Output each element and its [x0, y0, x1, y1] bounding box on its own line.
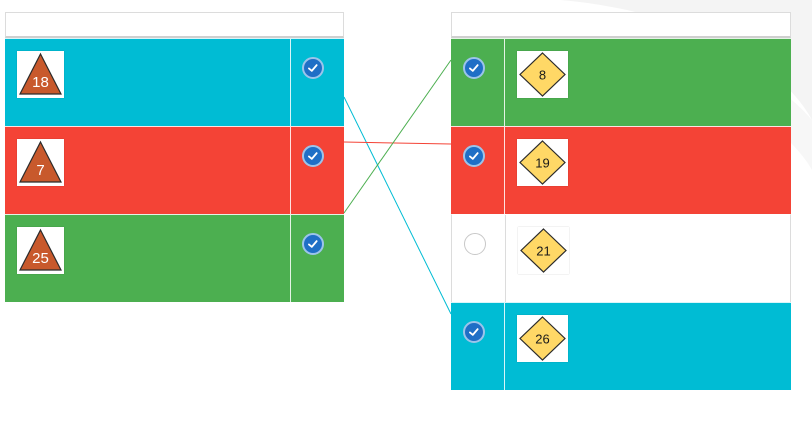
- row-divider: [290, 215, 291, 302]
- checkmark-icon: [469, 64, 479, 72]
- right-row[interactable]: 21: [451, 214, 791, 302]
- checkmark-icon: [308, 152, 318, 160]
- diamond-icon: 21: [520, 228, 567, 273]
- row-divider: [504, 39, 505, 126]
- checkmark-icon: [469, 152, 479, 160]
- row-divider: [290, 127, 291, 214]
- triangle-card: 18: [17, 51, 64, 98]
- triangle-card: 25: [17, 227, 64, 274]
- row-divider: [505, 215, 506, 302]
- left-column-header: [5, 12, 344, 38]
- checkmark-icon: [469, 328, 479, 336]
- checked-radio[interactable]: [302, 57, 324, 79]
- diamond-icon: 26: [519, 316, 566, 361]
- right-row[interactable]: 19: [451, 126, 791, 214]
- row-divider: [504, 127, 505, 214]
- checked-radio[interactable]: [463, 145, 485, 167]
- diamond-icon: 19: [519, 140, 566, 185]
- diamond-number: 21: [536, 244, 550, 259]
- triangle-number: 25: [32, 250, 49, 267]
- diamond-card: 21: [518, 227, 569, 274]
- left-row[interactable]: 25: [5, 214, 344, 302]
- triangle-number: 18: [32, 74, 49, 91]
- diamond-number: 8: [539, 68, 546, 83]
- right-column: 8 19 21 26: [451, 12, 791, 390]
- checked-radio[interactable]: [302, 145, 324, 167]
- checked-radio[interactable]: [463, 57, 485, 79]
- left-row[interactable]: 7: [5, 126, 344, 214]
- diamond-number: 19: [535, 156, 549, 171]
- diamond-card: 8: [517, 51, 568, 98]
- right-row[interactable]: 8: [451, 38, 791, 126]
- row-divider: [504, 303, 505, 390]
- unchecked-radio[interactable]: [464, 233, 486, 255]
- triangle-icon: 18: [19, 52, 62, 95]
- diamond-icon: 8: [519, 52, 566, 97]
- triangle-icon: 25: [19, 228, 62, 271]
- checkmark-icon: [308, 64, 318, 72]
- row-divider: [290, 39, 291, 126]
- diamond-card: 26: [517, 315, 568, 362]
- triangle-card: 7: [17, 139, 64, 186]
- right-row[interactable]: 26: [451, 302, 791, 390]
- left-row[interactable]: 18: [5, 38, 344, 126]
- checked-radio[interactable]: [302, 233, 324, 255]
- triangle-number: 7: [36, 162, 44, 179]
- diamond-number: 26: [535, 332, 549, 347]
- left-column: 18 7 25: [5, 12, 344, 302]
- checked-radio[interactable]: [463, 321, 485, 343]
- right-column-header: [451, 12, 791, 38]
- triangle-icon: 7: [19, 140, 62, 183]
- checkmark-icon: [308, 240, 318, 248]
- diamond-card: 19: [517, 139, 568, 186]
